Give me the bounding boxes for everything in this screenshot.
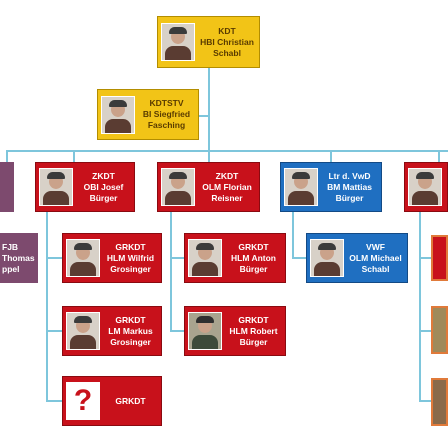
node-role: Ltr d. VwD bbox=[328, 170, 371, 181]
node-label: ZKDT OLM Florian Reisner bbox=[195, 171, 259, 204]
node-role: GRKDT bbox=[115, 241, 146, 252]
node-grkdt-anton: GRKDT HLM Anton Bürger bbox=[184, 233, 286, 283]
node-role: GRKDT bbox=[115, 314, 146, 325]
node-vwf-michael: VWF OLM Michael Schabl bbox=[306, 233, 408, 283]
node-rank: BI Siegfried bbox=[142, 109, 191, 119]
node-name: Fasching bbox=[147, 120, 186, 130]
portrait-photo bbox=[101, 95, 135, 134]
node-label: ZKDT OBI Josef Bürger bbox=[73, 171, 134, 204]
node-label: KDT HBI Christian Schabl bbox=[195, 26, 259, 59]
node-role: GRKDT bbox=[238, 241, 269, 252]
node-label: KDTSTV BI Siegfried Fasching bbox=[135, 98, 198, 131]
node-name: Bürger bbox=[239, 336, 268, 347]
connector-josef-wilfrid bbox=[46, 257, 62, 259]
node-label: GRKDT HLM Robert Bürger bbox=[222, 315, 285, 348]
node-role: GRKDT bbox=[115, 395, 146, 406]
portrait-photo bbox=[188, 312, 222, 350]
node-label: GRKDT bbox=[100, 396, 161, 407]
node-fjb: FJB Thomas ppel bbox=[0, 233, 38, 283]
node-rank: HLM Robert bbox=[229, 325, 278, 336]
node-name: Schabl bbox=[213, 47, 241, 58]
connector-main-horizontal bbox=[6, 150, 448, 152]
portrait-photo bbox=[284, 168, 318, 206]
question-mark-icon: ? bbox=[66, 382, 100, 420]
connector-josef-markus bbox=[46, 330, 62, 332]
node-rank: LM Markus bbox=[108, 325, 153, 336]
connector-right-a bbox=[419, 257, 431, 259]
node-role: KDTSTV bbox=[149, 98, 184, 108]
connector-top-vertical bbox=[208, 68, 210, 150]
node-label: FJB Thomas ppel bbox=[0, 242, 38, 275]
connector-drop-zkdt-josef bbox=[73, 150, 75, 162]
connector-right-down bbox=[419, 212, 421, 402]
node-ltr-vwd: Ltr d. VwD BM Mattias Bürger bbox=[280, 162, 382, 212]
connector-florian-anton bbox=[170, 257, 184, 259]
node-partial-right-mid bbox=[431, 235, 448, 281]
node-role: ZKDT bbox=[92, 170, 115, 181]
node-rank: HLM Wilfrid bbox=[106, 252, 155, 263]
node-name: Grosinger bbox=[110, 336, 151, 347]
connector-josef-down bbox=[46, 212, 48, 400]
node-rank: HLM Anton bbox=[230, 252, 276, 263]
connector-josef-unknown bbox=[46, 400, 62, 402]
connector-drop-right bbox=[438, 150, 440, 162]
node-rank: HBI Christian bbox=[200, 36, 254, 47]
node-name: Schabl bbox=[361, 263, 390, 274]
node-rank: BM Mattias bbox=[327, 181, 372, 192]
node-name: Bürger bbox=[335, 192, 364, 203]
node-name: Bürger bbox=[89, 192, 118, 203]
node-label: GRKDT HLM Anton Bürger bbox=[222, 242, 285, 275]
node-zkdt-florian: ZKDT OLM Florian Reisner bbox=[157, 162, 260, 212]
node-role: KDT bbox=[218, 25, 236, 36]
node-rank: OBI Josef bbox=[83, 181, 124, 192]
node-kdtstv: KDTSTV BI Siegfried Fasching bbox=[97, 89, 199, 140]
node-name: Reisner bbox=[211, 192, 243, 203]
node-partial-right-top bbox=[404, 162, 448, 212]
node-rank: OLM Michael bbox=[349, 252, 402, 263]
node-role: FJB bbox=[2, 241, 19, 252]
portrait-photo bbox=[188, 239, 222, 277]
connector-vwd-michael bbox=[292, 257, 306, 259]
connector-drop-left bbox=[6, 150, 8, 162]
portrait-photo bbox=[66, 239, 100, 277]
connector-florian-down bbox=[170, 212, 172, 332]
node-role: VWF bbox=[366, 241, 385, 252]
connector-drop-zkdt-florian bbox=[208, 150, 210, 162]
node-zkdt-josef: ZKDT OBI Josef Bürger bbox=[35, 162, 135, 212]
connector-kdtstv bbox=[198, 115, 209, 117]
node-name: ppel bbox=[2, 263, 20, 274]
connector-right-c bbox=[419, 400, 431, 402]
node-name: Bürger bbox=[239, 263, 268, 274]
node-label: GRKDT HLM Wilfrid Grosinger bbox=[100, 242, 161, 275]
node-kdt: KDT HBI Christian Schabl bbox=[157, 16, 260, 68]
portrait-photo bbox=[161, 168, 195, 206]
node-partial-left-top bbox=[0, 162, 14, 212]
node-role: GRKDT bbox=[238, 314, 269, 325]
node-role: ZKDT bbox=[215, 170, 239, 181]
portrait-photo bbox=[408, 168, 442, 206]
node-grkdt-wilfrid: GRKDT HLM Wilfrid Grosinger bbox=[62, 233, 162, 283]
portrait-photo bbox=[39, 168, 73, 206]
node-rank: OLM Florian bbox=[202, 181, 252, 192]
portrait-photo bbox=[66, 312, 100, 350]
connector-florian-robert bbox=[170, 330, 184, 332]
connector-vwd-down bbox=[292, 212, 294, 259]
node-grkdt-unknown: ? GRKDT bbox=[62, 376, 162, 426]
node-partial-right-lower bbox=[431, 306, 448, 354]
node-name: Grosinger bbox=[110, 263, 151, 274]
node-label: Ltr d. VwD BM Mattias Bürger bbox=[318, 171, 381, 204]
node-partial-right-bottom bbox=[431, 378, 448, 426]
connector-right-b bbox=[419, 330, 431, 332]
node-label: VWF OLM Michael Schabl bbox=[344, 242, 407, 275]
node-label: GRKDT LM Markus Grosinger bbox=[100, 315, 161, 348]
node-grkdt-robert: GRKDT HLM Robert Bürger bbox=[184, 306, 286, 356]
connector-drop-ltr-vwd bbox=[330, 150, 332, 162]
node-rank: Thomas bbox=[2, 252, 35, 263]
portrait-photo bbox=[310, 239, 344, 277]
portrait-photo bbox=[161, 23, 195, 61]
node-grkdt-markus: GRKDT LM Markus Grosinger bbox=[62, 306, 162, 356]
